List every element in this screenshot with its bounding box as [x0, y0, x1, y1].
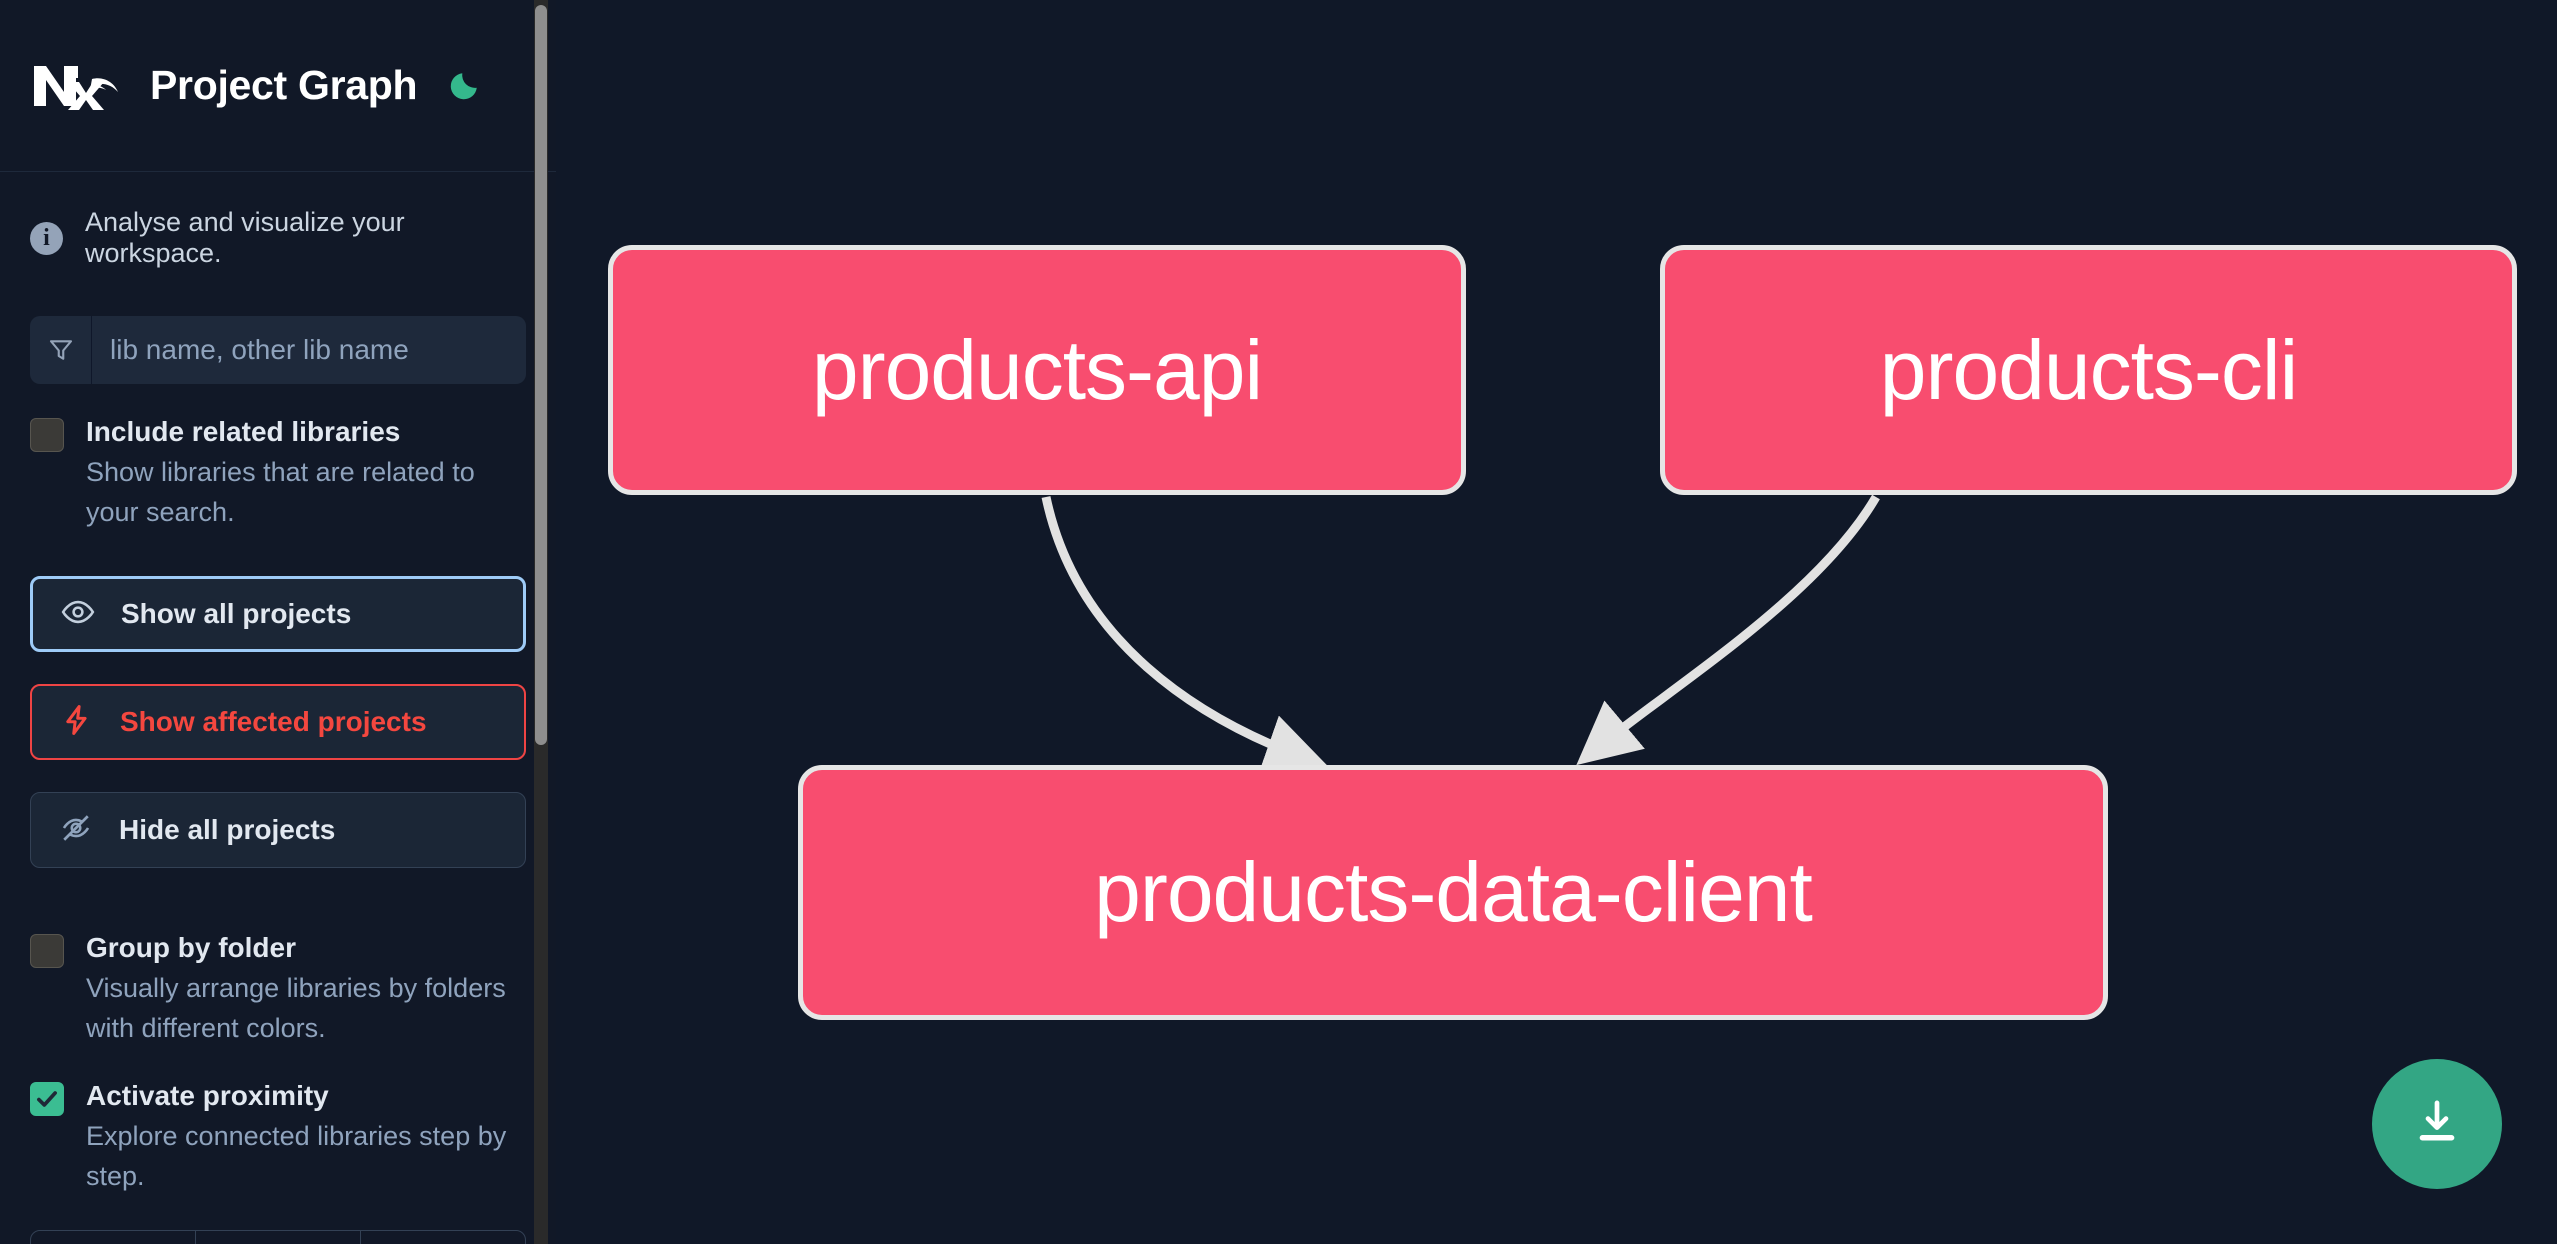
nx-logo-icon [30, 62, 122, 110]
group-by-folder-description: Visually arrange libraries by folders wi… [86, 973, 506, 1043]
graph-node-label: products-data-client [1094, 845, 1813, 939]
sidebar: Project Graph i Analyse and visualize yo… [0, 0, 556, 1244]
activate-proximity-description: Explore connected libraries step by step… [86, 1121, 507, 1191]
activate-proximity-label: Activate proximity [86, 1080, 329, 1111]
proximity-step-option[interactable] [361, 1231, 525, 1244]
download-graph-button[interactable] [2372, 1059, 2502, 1189]
sidebar-scrollbar-thumb[interactable] [535, 5, 547, 745]
graph-canvas[interactable]: products-api products-cli products-data-… [556, 0, 2557, 1244]
proximity-step-group[interactable] [30, 1230, 526, 1244]
workspace-info: i Analyse and visualize your workspace. [0, 172, 556, 269]
search-bar[interactable] [30, 316, 526, 384]
lightning-icon [60, 703, 94, 742]
sidebar-scrollbar[interactable] [534, 0, 548, 1244]
page-title: Project Graph [150, 62, 418, 108]
project-action-buttons: Show all projects Show affected projects [0, 532, 556, 868]
proximity-step-option[interactable] [196, 1231, 361, 1244]
include-related-libraries-label: Include related libraries [86, 416, 401, 447]
group-by-folder-label: Group by folder [86, 932, 296, 963]
info-icon: i [30, 221, 63, 255]
include-related-libraries-checkbox[interactable] [30, 418, 64, 452]
show-all-projects-button[interactable]: Show all projects [30, 576, 526, 652]
graph-node-label: products-cli [1879, 322, 2298, 417]
graph-node-products-data-client[interactable]: products-data-client [798, 765, 2108, 1020]
sidebar-header: Project Graph [0, 0, 556, 172]
graph-node-products-api[interactable]: products-api [608, 245, 1466, 495]
eye-off-icon [59, 811, 93, 850]
hide-all-projects-button[interactable]: Hide all projects [30, 792, 526, 868]
graph-edges [1041, 494, 1880, 776]
workspace-info-text: Analyse and visualize your workspace. [85, 207, 405, 268]
checkbox-include-related-libraries[interactable]: Include related libraries Show libraries… [0, 384, 556, 532]
graph-node-products-cli[interactable]: products-cli [1660, 245, 2517, 495]
download-icon [2410, 1095, 2464, 1154]
eye-icon [61, 595, 95, 634]
include-related-libraries-description: Show libraries that are related to your … [86, 457, 475, 527]
group-by-folder-checkbox[interactable] [30, 934, 64, 968]
show-all-projects-label: Show all projects [121, 598, 352, 629]
activate-proximity-checkbox[interactable] [30, 1082, 64, 1116]
search-input[interactable] [92, 316, 526, 384]
moon-icon[interactable] [445, 65, 483, 107]
edge-products-api-to-products-data-client [1041, 496, 1328, 776]
proximity-step-option[interactable] [31, 1231, 196, 1244]
checkbox-group-by-folder[interactable]: Group by folder Visually arrange librari… [0, 900, 556, 1048]
show-affected-projects-button[interactable]: Show affected projects [30, 684, 526, 760]
checkbox-activate-proximity[interactable]: Activate proximity Explore connected lib… [0, 1048, 556, 1196]
hide-all-projects-label: Hide all projects [119, 814, 336, 845]
edge-products-cli-to-products-data-client [1576, 494, 1880, 766]
show-affected-projects-label: Show affected projects [120, 706, 427, 737]
graph-node-label: products-api [811, 322, 1263, 417]
filter-icon [30, 316, 92, 384]
